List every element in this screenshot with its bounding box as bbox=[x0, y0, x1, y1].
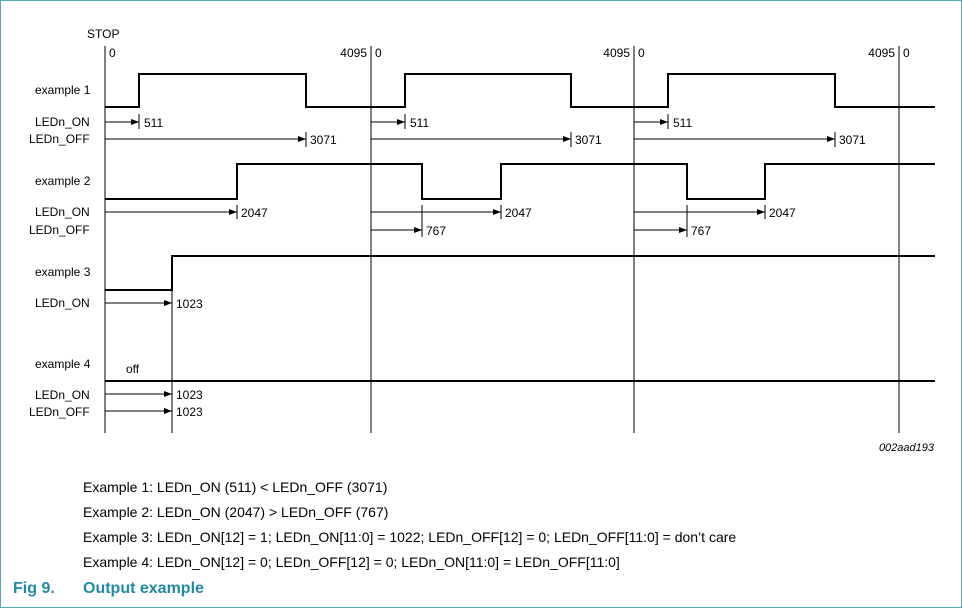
image-code: 002aad193 bbox=[879, 442, 935, 454]
val-ex2-off-c: 767 bbox=[691, 224, 711, 238]
waveforms bbox=[105, 73, 935, 382]
val-ex1-on-a: 511 bbox=[144, 116, 163, 130]
arrows bbox=[105, 119, 835, 414]
tick-0-d: 0 bbox=[903, 46, 910, 60]
val-ex1-on-c: 511 bbox=[673, 116, 692, 130]
figure-number: Fig 9. bbox=[13, 580, 55, 597]
figure-title: Output example bbox=[83, 580, 204, 597]
stop-label: STOP bbox=[87, 27, 119, 41]
label-example-3: example 3 bbox=[35, 265, 91, 279]
waveform-example-3 bbox=[105, 255, 935, 291]
label-ex1-off: LEDn_OFF bbox=[29, 132, 90, 146]
label-ex4-on: LEDn_ON bbox=[35, 388, 90, 402]
tick-4095-c: 4095 bbox=[868, 46, 895, 60]
val-ex4-on: 1023 bbox=[176, 388, 203, 402]
label-ex2-on: LEDn_ON bbox=[35, 205, 90, 219]
val-ex1-off-b: 3071 bbox=[575, 133, 602, 147]
val-ex4-off: 1023 bbox=[176, 405, 203, 419]
val-ex2-on-b: 2047 bbox=[505, 206, 532, 220]
tick-4095-b: 4095 bbox=[603, 46, 630, 60]
note-example-4: Example 4: LEDn_ON[12] = 0; LEDn_OFF[12]… bbox=[83, 554, 620, 570]
val-ex2-on-c: 2047 bbox=[769, 206, 796, 220]
row-labels: example 1 LEDn_ON LEDn_OFF example 2 LED… bbox=[29, 83, 91, 419]
value-labels: 511 511 511 3071 3071 3071 2047 2047 204… bbox=[126, 116, 866, 419]
label-example-4: example 4 bbox=[35, 357, 91, 371]
val-ex1-off-a: 3071 bbox=[310, 133, 337, 147]
val-ex2-on-a: 2047 bbox=[241, 206, 268, 220]
val-ex3-on: 1023 bbox=[176, 297, 203, 311]
target-ticks bbox=[138, 114, 836, 433]
off-label: off bbox=[126, 362, 140, 376]
label-ex1-on: LEDn_ON bbox=[35, 115, 90, 129]
waveform-example-2 bbox=[105, 163, 935, 200]
tick-0-c: 0 bbox=[638, 46, 645, 60]
period-lines bbox=[104, 46, 900, 433]
note-example-1: Example 1: LEDn_ON (511) < LEDn_OFF (307… bbox=[83, 479, 388, 495]
label-ex4-off: LEDn_OFF bbox=[29, 405, 90, 419]
period-tick-labels: 0 4095 0 4095 0 4095 0 bbox=[109, 46, 910, 60]
note-example-3: Example 3: LEDn_ON[12] = 1; LEDn_ON[11:0… bbox=[83, 529, 737, 545]
tick-0-a: 0 bbox=[109, 46, 116, 60]
label-ex2-off: LEDn_OFF bbox=[29, 223, 90, 237]
waveform-example-1 bbox=[105, 73, 935, 108]
val-ex2-off-b: 767 bbox=[426, 224, 446, 238]
label-ex3-on: LEDn_ON bbox=[35, 296, 90, 310]
timing-diagram: STOP 0 4095 0 4095 0 4095 0 example 1 LE… bbox=[29, 27, 935, 454]
figure-caption: Fig 9. Output example bbox=[13, 580, 204, 598]
tick-4095-a: 4095 bbox=[340, 46, 367, 60]
val-ex1-off-c: 3071 bbox=[839, 133, 866, 147]
val-ex1-on-b: 511 bbox=[410, 116, 429, 130]
label-example-1: example 1 bbox=[35, 83, 91, 97]
label-example-2: example 2 bbox=[35, 174, 91, 188]
note-example-2: Example 2: LEDn_ON (2047) > LEDn_OFF (76… bbox=[83, 504, 389, 520]
tick-0-b: 0 bbox=[375, 46, 382, 60]
